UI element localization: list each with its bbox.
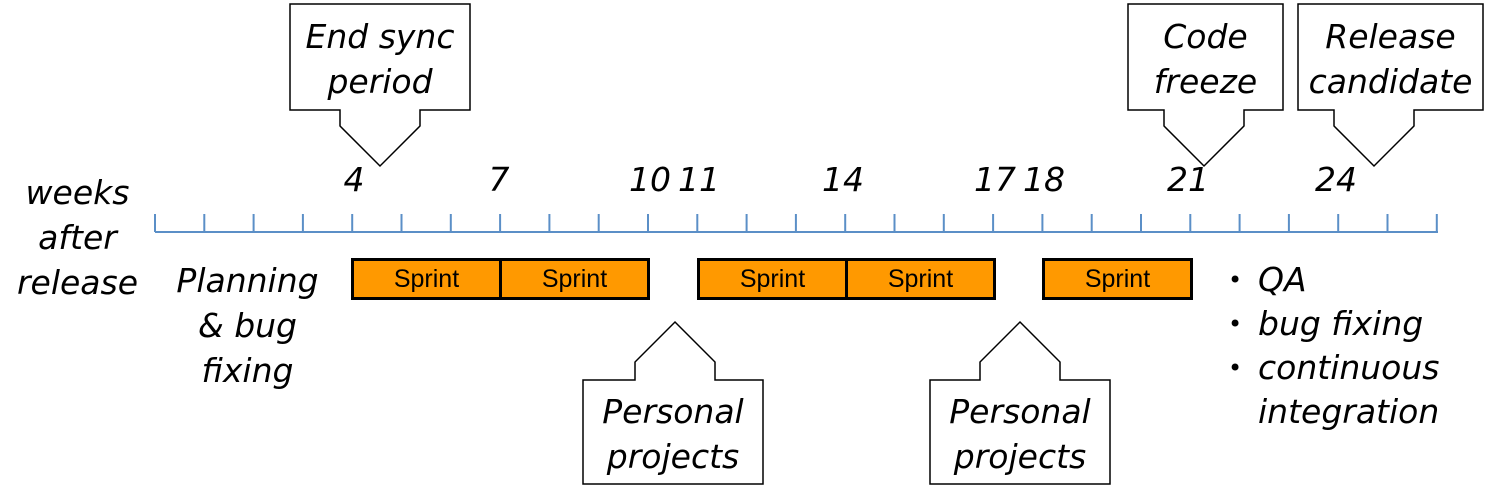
callout-line: candidate: [1308, 62, 1473, 101]
axis-ticks: [154, 214, 1438, 232]
end-sync-callout: End sync period: [290, 14, 470, 104]
week-label: 4: [343, 160, 365, 199]
sprint-block: Sprint: [739, 264, 806, 293]
personal-projects-callout-shape-2: [929, 320, 1111, 485]
list-item: bug fixing: [1228, 302, 1443, 346]
sprint-block: Sprint: [845, 261, 993, 297]
personal-projects-callout-1: Personal projects: [583, 389, 763, 479]
sprint-block: Sprint: [499, 261, 647, 297]
axis-label-line: after: [38, 218, 117, 257]
list-item-text: continuous integration: [1258, 348, 1440, 431]
callout-line: freeze: [1153, 62, 1258, 101]
week-label: 7: [488, 160, 510, 199]
week-label: 24: [1315, 160, 1357, 199]
week-label: 21: [1167, 160, 1209, 199]
axis-label-line: release: [16, 263, 139, 302]
week-label: 11: [678, 160, 720, 199]
axis-side-label: weeks after release: [0, 170, 155, 305]
callout-line: projects: [953, 437, 1087, 476]
callout-line: Personal: [602, 392, 744, 431]
code-freeze-callout-shape: [1127, 3, 1284, 168]
personal-projects-callout-2: Personal projects: [930, 389, 1110, 479]
planning-line: & bug fixing: [197, 306, 298, 390]
release-candidate-callout: Release candidate: [1298, 14, 1483, 104]
axis-label-line: weeks: [25, 173, 130, 212]
list-item: QA: [1228, 258, 1443, 302]
planning-line: Planning: [176, 261, 319, 300]
week-label: 10: [629, 160, 671, 199]
callout-line: Personal: [949, 392, 1091, 431]
end-sync-callout-shape: [289, 3, 471, 168]
week-label: 17: [974, 160, 1016, 199]
release-candidate-callout-shape: [1297, 3, 1484, 168]
sprint-group-3: Sprint: [1042, 258, 1193, 300]
personal-projects-callout-shape-1: [582, 320, 764, 485]
week-label: 18: [1023, 160, 1065, 199]
list-item: continuous integration: [1228, 346, 1443, 434]
sprint-group-2: Sprint Sprint: [697, 258, 996, 300]
week-label: 14: [822, 160, 864, 199]
planning-phase-label: Planning & bug fixing: [150, 258, 345, 393]
callout-line: Code: [1163, 17, 1248, 56]
callout-line: period: [327, 62, 433, 101]
post-release-list: QA bug fixing continuous integration: [1228, 258, 1443, 434]
sprint-block: Sprint: [1084, 264, 1151, 293]
callout-line: End sync: [305, 17, 455, 56]
callout-line: projects: [606, 437, 740, 476]
sprint-block: Sprint: [393, 264, 460, 293]
code-freeze-callout: Code freeze: [1128, 14, 1283, 104]
sprint-group-1: Sprint Sprint: [351, 258, 650, 300]
callout-line: Release: [1325, 17, 1456, 56]
